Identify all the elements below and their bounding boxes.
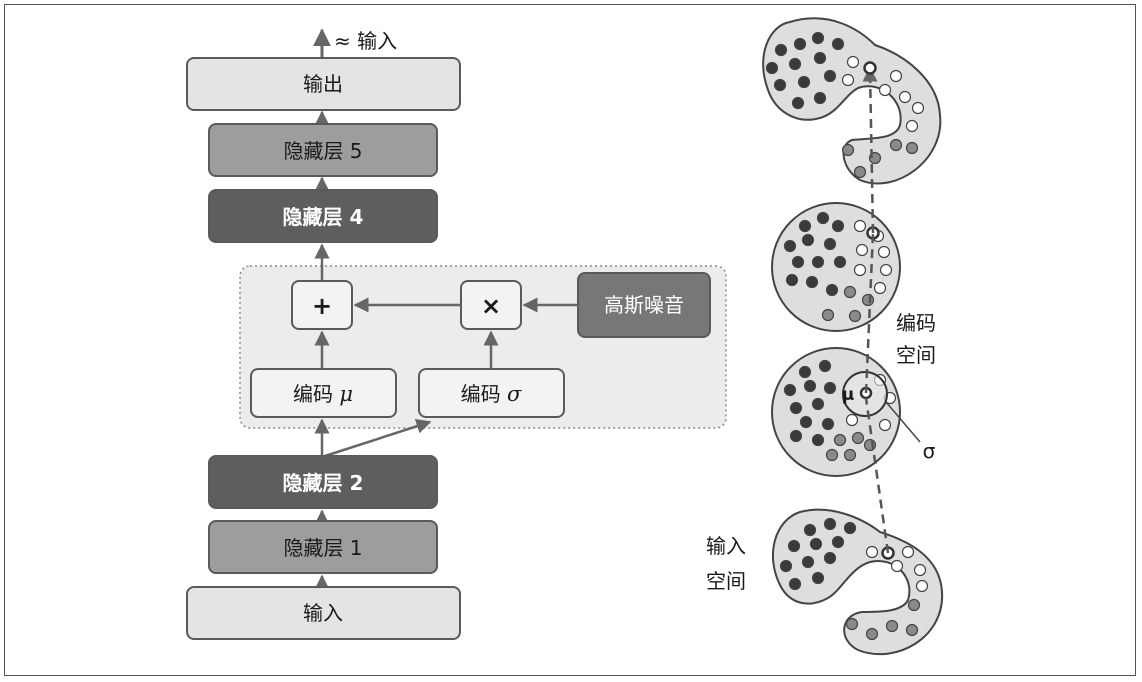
coding-top-dots — [783, 211, 893, 323]
mu-label: μ — [842, 385, 855, 405]
output-space-dots — [765, 31, 925, 179]
hidden-layer-2-label: 隐藏层 2 — [283, 471, 364, 495]
hidden-layer-4-label: 隐藏层 4 — [283, 205, 364, 229]
output-approx-label: ≈ 输入 — [334, 29, 397, 53]
mapping-path — [864, 69, 890, 554]
hidden-layer-2: 隐藏层 2 — [208, 455, 438, 509]
input-space-label-1: 输入 — [706, 534, 746, 558]
hidden-layer-5: 隐藏层 5 — [208, 123, 438, 177]
input-space-dots — [779, 517, 929, 641]
sigma-pointer — [885, 401, 921, 443]
plus-node: + — [291, 280, 353, 330]
hidden-layer-1-label: 隐藏层 1 — [283, 536, 362, 560]
output-layer: 输出 — [186, 57, 461, 111]
output-space-region — [762, 17, 942, 185]
code-sigma: 编码 σ — [418, 368, 565, 418]
sigma-label: σ — [923, 439, 936, 463]
gaussian-noise: 高斯噪音 — [577, 272, 711, 338]
code-mu-label: 编码 μ — [293, 382, 353, 406]
coding-space-label-2: 空间 — [896, 343, 936, 367]
output-layer-label: 输出 — [303, 72, 343, 96]
plus-symbol: + — [312, 292, 332, 320]
coding-bottom-dots — [783, 359, 897, 462]
input-space-label-2: 空间 — [706, 569, 746, 593]
code-sigma-label: 编码 σ — [461, 382, 522, 406]
hidden-layer-5-label: 隐藏层 5 — [283, 139, 362, 163]
gaussian-noise-label: 高斯噪音 — [604, 293, 684, 317]
times-node: × — [460, 280, 522, 330]
times-symbol: × — [481, 292, 501, 320]
output-point — [863, 61, 877, 75]
arrow-h2-sigma — [324, 419, 432, 458]
hidden-layer-1: 隐藏层 1 — [208, 520, 438, 574]
coding-space-label-1: 编码 — [896, 311, 936, 335]
input-layer: 输入 — [186, 586, 461, 640]
code-mu: 编码 μ — [250, 368, 397, 418]
input-layer-label: 输入 — [303, 601, 343, 625]
hidden-layer-4: 隐藏层 4 — [208, 189, 438, 243]
figure-frame — [4, 4, 1136, 676]
